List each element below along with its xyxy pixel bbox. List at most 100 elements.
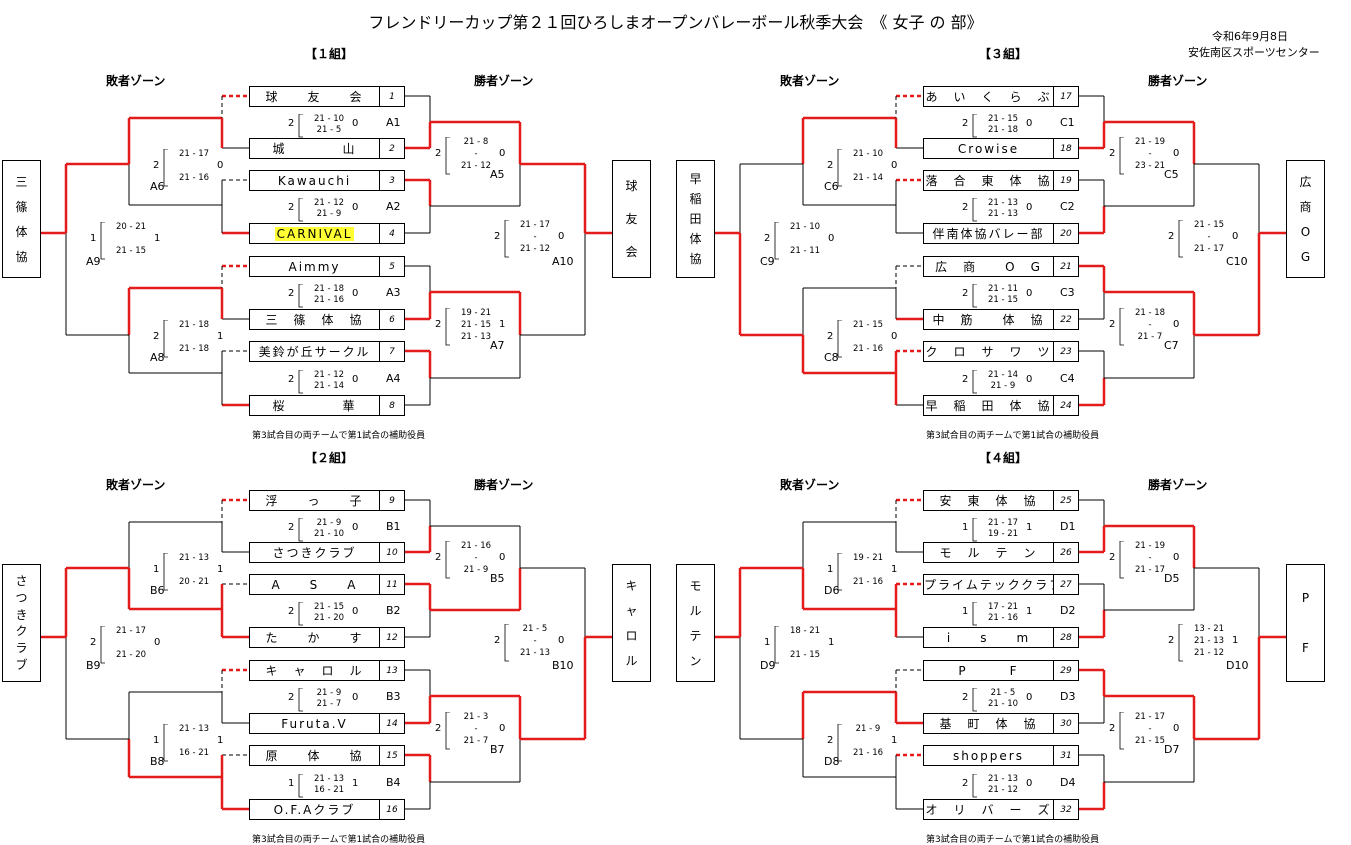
set-bracket — [1119, 137, 1124, 175]
team-name-text: 落 合 東 体 協 — [925, 174, 1052, 188]
score-right: 0 — [154, 637, 161, 648]
score-right: 0 — [352, 692, 359, 703]
assist-note: 第3試合目の両チームで第1試合の補助役員 — [252, 431, 426, 441]
set-score: 21 - 17 — [987, 518, 1019, 528]
set-score: 21 - 18 — [313, 284, 345, 294]
score-right: 0 — [352, 606, 359, 617]
set-score: - — [1148, 320, 1152, 330]
set-score: 21 - 19 — [1134, 137, 1166, 147]
seed-number: 20 — [1053, 224, 1078, 243]
champion-char: ク — [15, 624, 28, 639]
score-left: 2 — [435, 723, 442, 734]
winner-zone-label: 勝者ゾーン — [1148, 74, 1208, 88]
set-bracket — [298, 602, 303, 626]
set-score: 21 - 15 — [852, 320, 884, 330]
team-name-text: 浮 っ 子 — [265, 494, 364, 508]
loser-zone-winner: さつきクラブ — [2, 564, 41, 682]
seed-number: 25 — [1053, 491, 1078, 510]
set-bracket — [445, 712, 450, 750]
set-score: 21 - 7 — [316, 699, 342, 709]
set-score: 21 - 12 — [987, 785, 1019, 795]
team-name-text: i s m — [946, 631, 1031, 645]
score-right: 0 — [1026, 118, 1033, 129]
seed-number: 12 — [379, 628, 404, 647]
team-name-text: 中 筋 体 協 — [932, 313, 1045, 327]
set-bracket — [1119, 712, 1124, 750]
team-name: オ リ バ ー ズ — [924, 801, 1053, 818]
set-bracket — [504, 624, 509, 662]
seed-number: 8 — [379, 396, 404, 415]
score-left: 2 — [494, 635, 501, 646]
score-right: 0 — [1026, 778, 1033, 789]
loser-zone-winner: 三篠体協 — [2, 160, 41, 278]
set-bracket — [972, 198, 977, 222]
score-right: 1 — [217, 735, 224, 746]
match-label: B4 — [386, 776, 401, 789]
score-left: 2 — [827, 160, 834, 171]
set-score: 21 - 15 — [987, 114, 1019, 124]
team-name: 桜 華 — [250, 397, 379, 414]
set-bracket — [100, 222, 105, 260]
match-label: D1 — [1060, 520, 1076, 533]
team-name: Furuta.V — [250, 717, 379, 731]
match-label: B2 — [386, 604, 401, 617]
team-name-text: 城 山 — [272, 142, 357, 156]
team-name: 球 友 会 — [250, 88, 379, 105]
champion-char: ン — [689, 653, 702, 668]
seed-number: 1 — [379, 87, 404, 106]
set-bracket — [837, 553, 842, 591]
score-left: 2 — [764, 233, 771, 244]
set-score: 21 - 12 — [313, 198, 345, 208]
team-name: CARNIVAL — [250, 226, 379, 241]
set-score: 21 - 11 — [987, 284, 1019, 294]
match-label: A8 — [150, 351, 165, 364]
set-score: 21 - 13 — [313, 774, 345, 784]
set-score: 21 - 13 — [178, 553, 210, 563]
champion-char: 球 — [625, 178, 638, 193]
set-bracket — [163, 149, 168, 187]
match-label: A9 — [86, 255, 101, 268]
score-left: 2 — [962, 374, 969, 385]
set-score: 20 - 21 — [178, 577, 210, 587]
match-label: A10 — [552, 255, 574, 268]
set-score: 21 - 13 — [1193, 636, 1225, 646]
team-name-text: 球 友 会 — [265, 90, 364, 104]
set-bracket — [1119, 308, 1124, 346]
score-right: 1 — [352, 778, 359, 789]
seed-number: 2 — [379, 139, 404, 158]
team-name-text: 早 稲 田 体 協 — [925, 399, 1052, 413]
champion-char: 協 — [15, 249, 28, 264]
team-entry: 城 山 2 — [249, 138, 405, 159]
winner-zone-label: 勝者ゾーン — [1148, 478, 1208, 492]
champion-char: ブ — [15, 657, 28, 672]
assist-note: 第3試合目の両チームで第1試合の補助役員 — [252, 835, 426, 845]
set-score: 21 - 15 — [1134, 736, 1166, 746]
seed-number: 4 — [379, 224, 404, 243]
set-bracket — [445, 308, 450, 346]
score-left: 2 — [827, 331, 834, 342]
score-left: 2 — [288, 288, 295, 299]
seed-number: 16 — [379, 800, 404, 819]
team-name: i s m — [924, 629, 1053, 646]
set-bracket — [774, 222, 779, 260]
match-label: B8 — [150, 755, 165, 768]
team-name-text: オ リ バ ー ズ — [925, 803, 1052, 817]
set-score: 21 - 18 — [178, 344, 210, 354]
team-name-text: ク ロ サ ワ ツ — [925, 345, 1052, 359]
team-name-text: Kawauchi — [277, 173, 352, 188]
match-label: C2 — [1060, 200, 1075, 213]
winner-zone-label: 勝者ゾーン — [474, 74, 534, 88]
score-left: 2 — [494, 231, 501, 242]
team-name: A S A — [250, 576, 379, 593]
loser-zone-label: 敗者ゾーン — [106, 74, 166, 88]
team-name: Aimmy — [250, 260, 379, 274]
